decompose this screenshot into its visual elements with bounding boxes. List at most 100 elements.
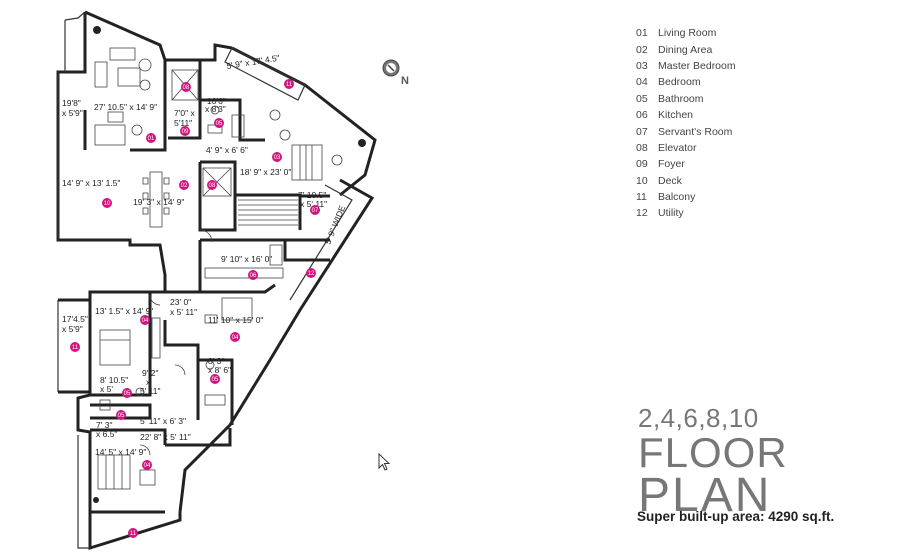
legend-label: Master Bedroom xyxy=(658,59,736,72)
legend-number: 10 xyxy=(636,174,648,187)
dim-balcony-left2: x 5'9" xyxy=(62,324,83,334)
room-badge: 05 xyxy=(210,374,220,384)
dim-bed2: 11' 10" x 15' 0" xyxy=(208,315,263,325)
svg-text:05: 05 xyxy=(216,121,223,127)
legend-number: 07 xyxy=(636,125,648,138)
legend-item: 06 Kitchen xyxy=(636,107,736,123)
room-badge: 12 xyxy=(306,268,316,278)
legend-number: 02 xyxy=(636,43,648,56)
legend-label: Living Room xyxy=(658,27,717,40)
svg-text:08: 08 xyxy=(209,183,216,189)
legend-number: 06 xyxy=(636,109,648,122)
legend-item: 05 Bathroom xyxy=(636,91,736,107)
dim-left-deck-upper: 19'8" xyxy=(62,98,81,108)
room-badge: 05 xyxy=(116,410,126,420)
legend-item: 07 Servant's Room xyxy=(636,123,736,139)
floor-numbers: 2,4,6,8,10 xyxy=(638,403,759,433)
dim-closet: 9' 2" xyxy=(142,368,158,378)
dim-bath-top: 10'6" xyxy=(207,96,226,106)
legend-item: 03 Master Bedroom xyxy=(636,58,736,74)
room-badge: 11 xyxy=(128,528,138,538)
dim-passage: 4' 9" x 6' 6" xyxy=(206,145,248,155)
legend-number: 11 xyxy=(636,191,647,204)
dim-foyer2: 5'11" xyxy=(174,118,192,128)
dim-foyer: 7'0" x xyxy=(174,108,195,118)
legend-label: Elevator xyxy=(658,141,697,154)
room-badge: 11 xyxy=(70,342,80,352)
legend-item: 01 Living Room xyxy=(636,25,736,41)
svg-text:08: 08 xyxy=(183,85,190,91)
legend-item: 02 Dining Area xyxy=(636,41,736,57)
room-badge: 02 xyxy=(179,180,189,190)
legend-number: 01 xyxy=(636,27,648,40)
dim-balcony-left: 17'4.5" xyxy=(62,314,88,324)
room-badge: 06 xyxy=(248,270,258,280)
legend-label: Servant's Room xyxy=(658,125,733,138)
svg-text:04: 04 xyxy=(144,463,151,469)
dim-corridor: 5' 11" x 6' 3" xyxy=(140,416,186,426)
svg-text:11: 11 xyxy=(130,531,137,537)
legend-label: Bathroom xyxy=(658,92,704,105)
svg-text:03: 03 xyxy=(274,155,281,161)
svg-text:07: 07 xyxy=(312,208,319,214)
svg-text:01: 01 xyxy=(148,136,155,142)
legend-label: Utility xyxy=(658,207,684,220)
svg-text:10: 10 xyxy=(104,201,111,207)
compass-north-label: N xyxy=(401,75,409,87)
room-badge: 08 xyxy=(207,180,217,190)
title-floor: FLOOR xyxy=(638,429,788,476)
dim-bath-mid2: x 8' 6" xyxy=(208,365,231,375)
dim-closet2: x xyxy=(146,377,151,387)
dim-kitchen: 9' 10" x 16' 0" xyxy=(221,254,272,264)
legend-label: Foyer xyxy=(658,158,685,171)
dim-closet3: 5' 11" xyxy=(140,386,161,396)
legend-label: Kitchen xyxy=(658,109,694,122)
room-badge: 07 xyxy=(310,205,320,215)
furniture xyxy=(93,26,366,503)
dim-bath-top2: x 8'3" xyxy=(205,104,226,114)
dim-bath-low: 7' 3" xyxy=(96,420,112,430)
dimension-labels: 5' 9" x 17' 4.5" 27' 10.5" x 14' 9" 19'8… xyxy=(62,53,347,457)
dim-left-deck-upper2: x 5'9" xyxy=(62,108,83,118)
svg-text:09: 09 xyxy=(182,129,189,135)
room-badge: 04 xyxy=(140,315,150,325)
svg-text:05: 05 xyxy=(212,377,219,383)
dim-servant: 7' 10.5" xyxy=(298,190,326,200)
legend-number: 09 xyxy=(636,158,648,171)
compass: N xyxy=(382,59,409,87)
dim-dining: 19' 3" x 14' 9" xyxy=(133,197,184,207)
dim-servant2: x 5' 11" xyxy=(300,199,327,209)
dim-bath-small: 8' 10.5" xyxy=(100,375,128,385)
svg-text:12: 12 xyxy=(308,271,315,277)
legend-item: 12 Utility xyxy=(636,205,736,221)
dim-lobby: 22' 8" x 5' 11" xyxy=(140,432,191,442)
svg-text:02: 02 xyxy=(181,183,188,189)
svg-text:06: 06 xyxy=(250,273,257,279)
svg-text:04: 04 xyxy=(232,335,239,341)
room-badge: 09 xyxy=(180,126,190,136)
svg-text:11: 11 xyxy=(72,345,79,351)
room-legend: 01 Living Room 02 Dining Area 03 Master Bedro… xyxy=(636,25,736,222)
title-block: 2,4,6,8,10 FLOOR PLAN xyxy=(638,403,788,520)
legend-number: 05 xyxy=(636,92,648,105)
svg-text:05: 05 xyxy=(118,413,125,419)
room-badge: 11 xyxy=(284,79,294,89)
room-badge: 05 xyxy=(122,388,132,398)
svg-text:04: 04 xyxy=(142,318,149,324)
room-badge: 10 xyxy=(102,198,112,208)
room-badge: 08 xyxy=(181,82,191,92)
dim-hall2: x 5' 11" xyxy=(170,307,197,317)
legend-number: 03 xyxy=(636,59,648,72)
legend-label: Dining Area xyxy=(658,43,713,56)
legend-label: Deck xyxy=(658,174,682,187)
dim-bath-low2: x 6.5" xyxy=(96,429,117,439)
legend-number: 04 xyxy=(636,76,648,89)
dim-deck: 14' 9" x 13' 1.5" xyxy=(62,178,120,188)
legend-item: 10 Deck xyxy=(636,173,736,189)
room-badge: 05 xyxy=(214,118,224,128)
dim-bed1: 13' 1.5" x 14' 9" xyxy=(95,306,153,316)
legend-number: 12 xyxy=(636,207,648,220)
